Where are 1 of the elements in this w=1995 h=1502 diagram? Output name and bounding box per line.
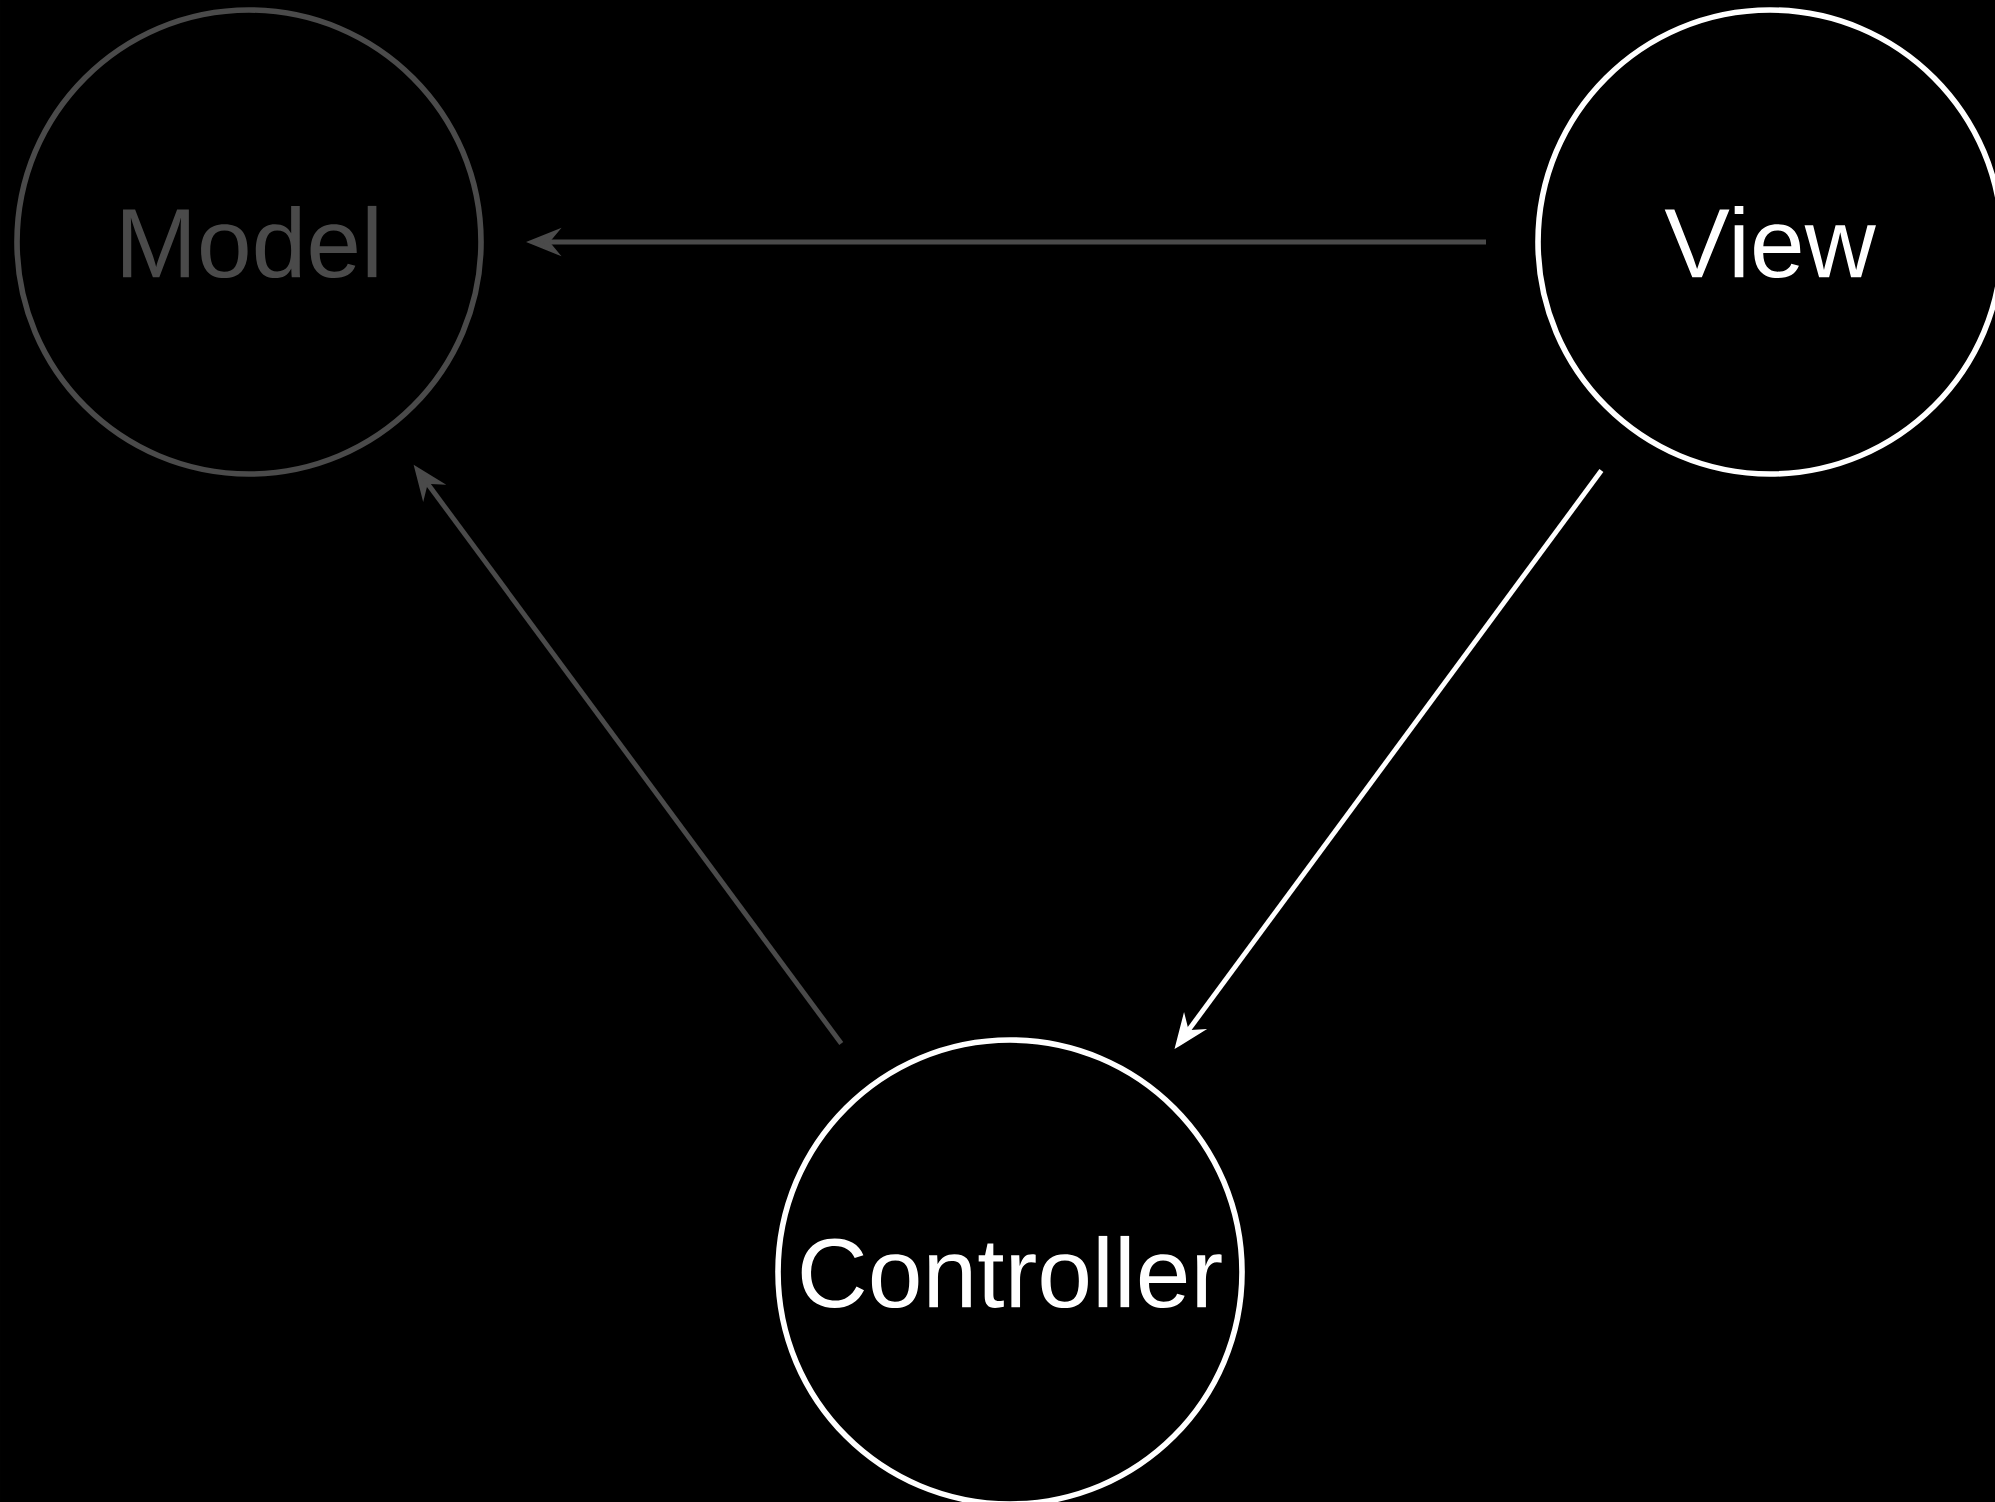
circle-node: Model	[14, 7, 484, 477]
